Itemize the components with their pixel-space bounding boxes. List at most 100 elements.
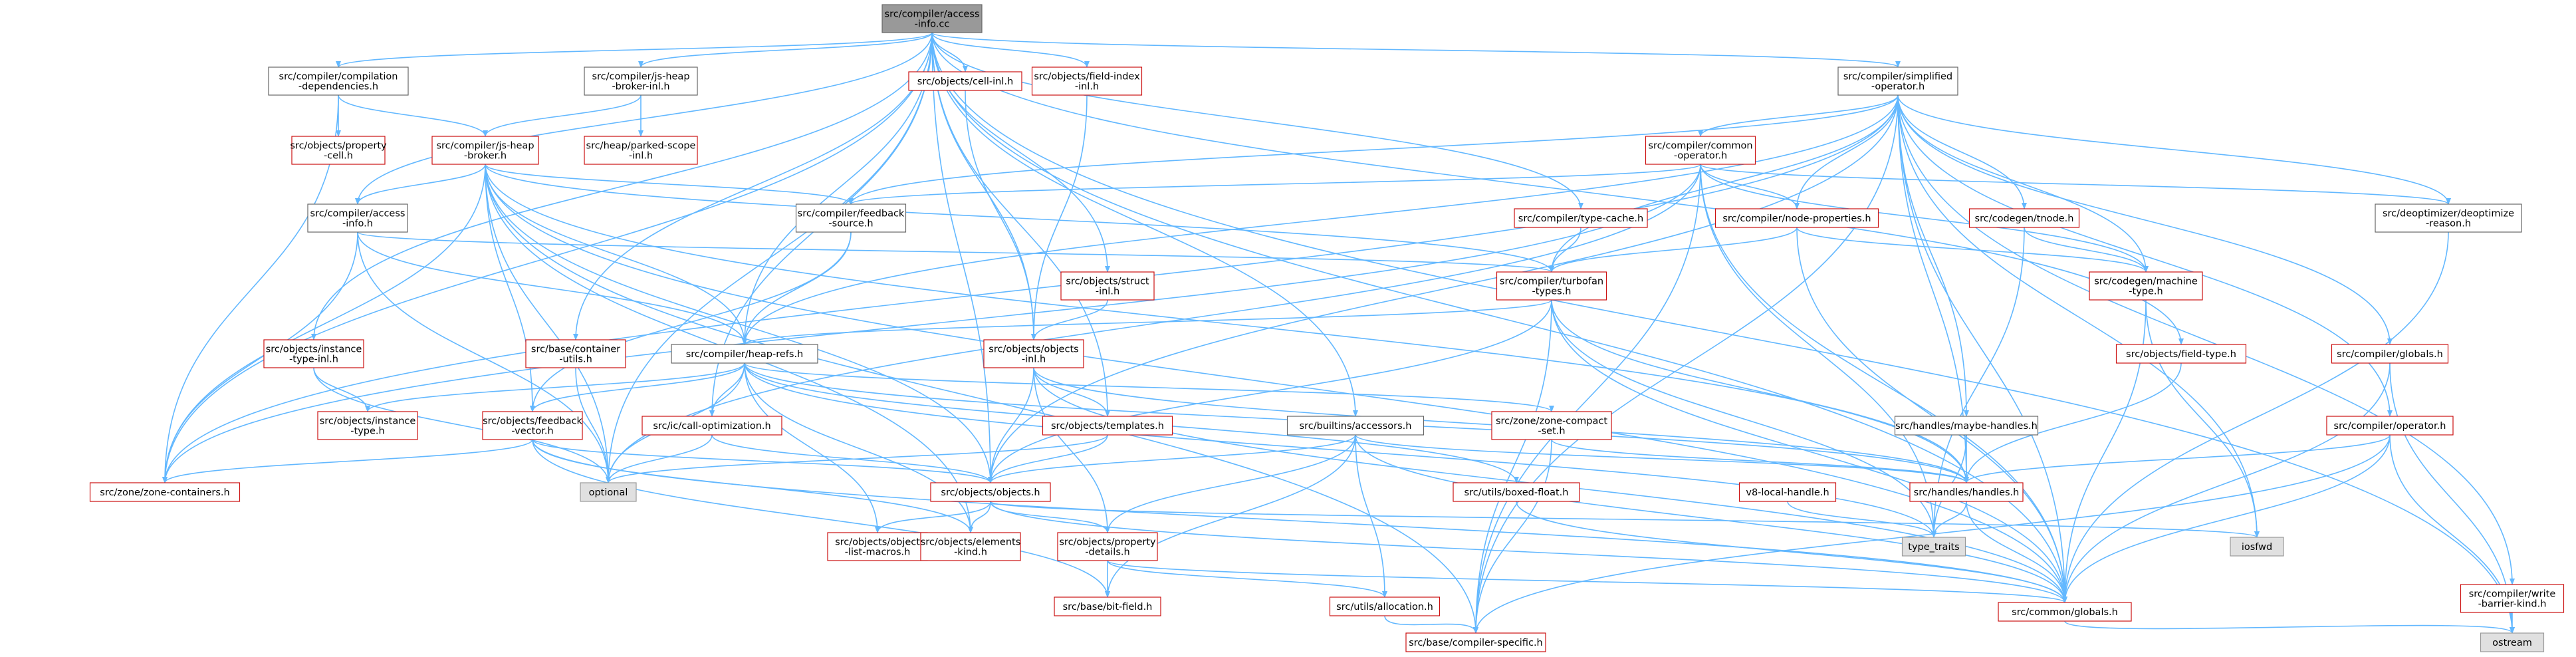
edge-feedback_vector-to-common_globals [532, 439, 2067, 603]
edge-js_heap_broker-to-turbofan_types [485, 164, 1554, 273]
node-label: iosfwd [2242, 542, 2272, 553]
edge-feedback_source-to-feedback_vector [530, 231, 852, 412]
edge-simplified_op-to-feedback_source [848, 94, 1899, 205]
node-common-globals[interactable]: src/common/globals.h [1998, 602, 2132, 622]
node-machine-type[interactable]: src/codegen/machine-type.h [2089, 271, 2203, 301]
node-box [584, 136, 698, 165]
node-label: src/objects/cell-inl.h [917, 76, 1013, 87]
edge-handles_h-to-type_traits [1931, 501, 1967, 538]
node-comp-globals[interactable]: src/compiler/globals.h [2331, 344, 2449, 364]
node-objects-h[interactable]: src/objects/objects.h [930, 482, 1051, 502]
node-label: src/compiler/globals.h [2337, 349, 2443, 360]
node-label: src/compiler/write [2469, 589, 2556, 600]
node-label: -list-macros.h [845, 547, 911, 558]
node-access-info-h[interactable]: src/compiler/access-info.h [307, 203, 408, 233]
node-call-opt[interactable]: src/ic/call-optimization.h [642, 416, 782, 436]
node-js-heap-inl[interactable]: src/compiler/js-heap-broker-inl.h [584, 66, 698, 96]
node-comp-operator[interactable]: src/compiler/operator.h [2326, 416, 2454, 436]
node-templates[interactable]: src/objects/templates.h [1042, 416, 1173, 436]
node-box [263, 339, 364, 368]
node-label: ostream [2492, 638, 2532, 648]
edge-common_op-to-type_traits [1700, 164, 1936, 538]
node-instance-type[interactable]: src/objects/instance-type.h [317, 411, 418, 440]
node-label: src/zone/zone-containers.h [100, 487, 229, 498]
edge-property_details-to-common_globals [1107, 560, 2067, 603]
node-bit-field[interactable]: src/base/bit-field.h [1054, 596, 1161, 616]
node-type-cache[interactable]: src/compiler/type-cache.h [1514, 208, 1648, 228]
edge-js_heap_broker-to-objects_h [485, 164, 993, 483]
node-codegen-tnode[interactable]: src/codegen/tnode.h [1968, 208, 2080, 228]
edge-comp_dep-to-zone_containers [162, 94, 339, 483]
edge-type_cache-to-turbofan_types [1549, 227, 1581, 273]
node-deopt-reason[interactable]: src/deoptimizer/deoptimize-reason.h [2375, 203, 2522, 233]
node-label: -cell.h [324, 151, 353, 162]
node-allocation[interactable]: src/utils/allocation.h [1329, 596, 1441, 616]
node-compiler-specific[interactable]: src/base/compiler-specific.h [1405, 632, 1546, 652]
node-comp-dep[interactable]: src/compiler/compilation-dependencies.h [268, 66, 409, 96]
node-cell-inl[interactable]: src/objects/cell-inl.h [908, 71, 1022, 91]
edge-common_op-to-compiler_specific [1473, 164, 1701, 634]
node-zone-compact[interactable]: src/zone/zone-compact-set.h [1491, 411, 1612, 440]
node-label: src/compiler/type-cache.h [1518, 213, 1643, 224]
edge-handles_h-to-common_globals [1966, 501, 2067, 603]
node-label: src/compiler/common [1648, 141, 1752, 152]
node-label: src/compiler/simplified [1843, 72, 1952, 82]
node-maybe-handles[interactable]: src/handles/maybe-handles.h [1894, 416, 2039, 436]
node-label: src/compiler/heap-refs.h [686, 349, 804, 360]
node-common-op[interactable]: src/compiler/common-operator.h [1645, 136, 1756, 165]
edge-layer [162, 32, 2515, 634]
node-container-utils[interactable]: src/base/container-utils.h [525, 339, 626, 368]
node-objects-inl[interactable]: src/objects/objects-inl.h [983, 339, 1084, 368]
node-node-props[interactable]: src/compiler/node-properties.h [1714, 208, 1879, 228]
edge-instance_type_inl-to-optional [313, 367, 611, 483]
node-label: -source.h [828, 219, 873, 229]
node-label: src/base/container [531, 344, 620, 355]
edge-objects_inl-to-property_details [1033, 367, 1110, 533]
node-box [1496, 271, 1607, 301]
node-box [2115, 344, 2247, 364]
node-simplified-op[interactable]: src/compiler/simplified-operator.h [1837, 66, 1958, 96]
node-label: src/objects/templates.h [1051, 421, 1164, 432]
node-box [983, 339, 1084, 368]
node-object-list-macros[interactable]: src/objects/object-list-macros.h [827, 532, 928, 561]
node-boxed-float[interactable]: src/utils/boxed-float.h [1453, 482, 1580, 502]
node-root[interactable]: src/compiler/access-info.cc [881, 4, 983, 33]
node-label: -set.h [1538, 426, 1565, 437]
edge-comp_dep-to-js_heap_broker [338, 94, 488, 137]
node-elements-kind[interactable]: src/objects/elements-kind.h [920, 532, 1021, 561]
node-builtins-acc[interactable]: src/builtins/accessors.h [1286, 416, 1425, 436]
node-label: -info.h [342, 219, 373, 229]
edge-root-to-instance_type_inl [311, 32, 933, 340]
node-write-barrier[interactable]: src/compiler/write-barrier-kind.h [2460, 584, 2565, 613]
node-feedback-vector[interactable]: src/objects/feedback-vector.h [482, 411, 583, 440]
node-parked-scope[interactable]: src/heap/parked-scope-inl.h [584, 136, 698, 165]
node-zone-containers[interactable]: src/zone/zone-containers.h [89, 482, 241, 502]
edge-root-to-optional [606, 32, 933, 483]
node-box [584, 66, 698, 96]
node-label: -type.h [350, 426, 384, 437]
node-box [482, 411, 583, 440]
edge-root-to-comp_dep [336, 32, 933, 68]
node-prop-cell[interactable]: src/objects/property-cell.h [290, 136, 387, 165]
edge-v8_local_handle-to-type_traits [1787, 501, 1936, 538]
edge-access_info_h-to-optional [357, 231, 611, 483]
node-instance-type-inl[interactable]: src/objects/instance-type-inl.h [263, 339, 364, 368]
node-feedback-source[interactable]: src/compiler/feedback-source.h [795, 203, 907, 233]
edge-struct_inl-to-objects_inl [1031, 299, 1108, 340]
node-turbofan-types[interactable]: src/compiler/turbofan-types.h [1496, 271, 1607, 301]
edge-machine_type-to-iosfwd [2145, 299, 2260, 538]
node-label: -vector.h [511, 426, 553, 437]
node-label: src/builtins/accessors.h [1300, 421, 1412, 432]
edge-boxed_float-to-common_globals [1516, 501, 2067, 603]
node-label: -inl.h [1075, 82, 1099, 92]
node-v8-local-handle[interactable]: v8-local-handle.h [1738, 482, 1837, 502]
node-field-index-inl[interactable]: src/objects/field-index-inl.h [1031, 66, 1143, 96]
node-box [1894, 416, 2039, 436]
node-box [2480, 632, 2545, 652]
node-handles-h[interactable]: src/handles/handles.h [1909, 482, 2024, 502]
node-heap-refs[interactable]: src/compiler/heap-refs.h [671, 344, 818, 364]
node-js-heap-broker[interactable]: src/compiler/js-heap-broker.h [431, 136, 539, 165]
node-field-type[interactable]: src/objects/field-type.h [2115, 344, 2247, 364]
node-property-details[interactable]: src/objects/property-details.h [1057, 532, 1158, 561]
node-struct-inl[interactable]: src/objects/struct-inl.h [1060, 271, 1155, 301]
